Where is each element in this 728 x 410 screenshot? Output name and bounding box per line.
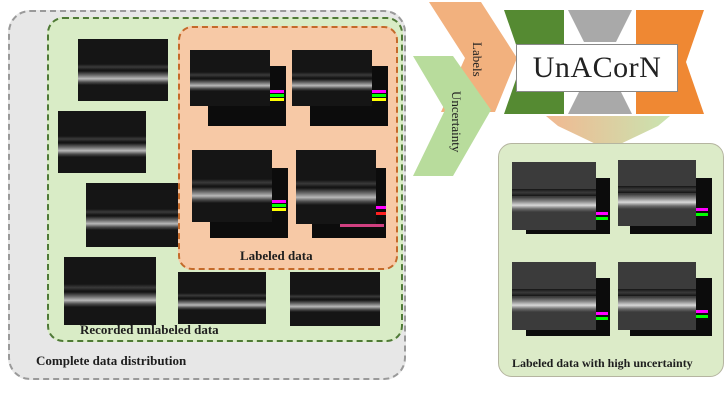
recorded-unlabeled-caption: Recorded unlabeled data — [80, 322, 219, 337]
high-uncertainty-caption: Labeled data with high uncertainty — [512, 356, 693, 370]
labels-arrow-label: Labels — [470, 41, 485, 77]
unlabeled-scan — [78, 39, 168, 101]
segmentation-line — [372, 98, 386, 101]
complete-distribution-caption: Complete data distribution — [36, 353, 187, 368]
segmentation-line — [372, 94, 386, 97]
model-name-box — [516, 44, 678, 92]
uncertainty-arrow — [413, 56, 491, 176]
segmentation-line — [272, 200, 286, 203]
labels-arrow — [429, 2, 517, 112]
segmentation-line — [376, 212, 386, 215]
segmentation-line — [696, 315, 708, 318]
model-name: UnACorN — [532, 51, 662, 84]
segmentation-line — [596, 312, 608, 315]
uncertain-scan — [618, 262, 696, 330]
unlabeled-scan — [290, 272, 380, 326]
labeled-scan — [192, 150, 272, 222]
segmentation-line — [340, 224, 384, 227]
segmentation-line — [270, 94, 284, 97]
segmentation-line — [272, 204, 286, 207]
unlabeled-scan — [178, 272, 266, 324]
output-arrow — [546, 116, 670, 146]
unlabeled-scan — [64, 257, 156, 325]
segmentation-line — [696, 208, 708, 211]
segmentation-line — [696, 310, 708, 313]
segmentation-line — [596, 317, 608, 320]
bottleneck-top — [568, 10, 632, 42]
segmentation-line — [270, 98, 284, 101]
labeled-data-caption: Labeled data — [240, 248, 313, 263]
unlabeled-scan — [86, 183, 178, 247]
uncertainty-arrow-label: Uncertainty — [449, 91, 464, 153]
segmentation-line — [596, 212, 608, 215]
labeled-scan — [296, 150, 376, 224]
flow-arrows — [413, 2, 517, 176]
labeled-scan — [292, 50, 372, 106]
segmentation-line — [596, 217, 608, 220]
labeled-scan — [190, 50, 270, 106]
uncertain-scan — [512, 262, 596, 330]
segmentation-line — [696, 213, 708, 216]
segmentation-line — [376, 206, 386, 209]
unlabeled-scan — [58, 111, 146, 173]
uncertain-scan — [512, 162, 596, 230]
segmentation-line — [372, 90, 386, 93]
segmentation-line — [272, 208, 286, 211]
uncertain-scan — [618, 160, 696, 226]
segmentation-line — [270, 90, 284, 93]
